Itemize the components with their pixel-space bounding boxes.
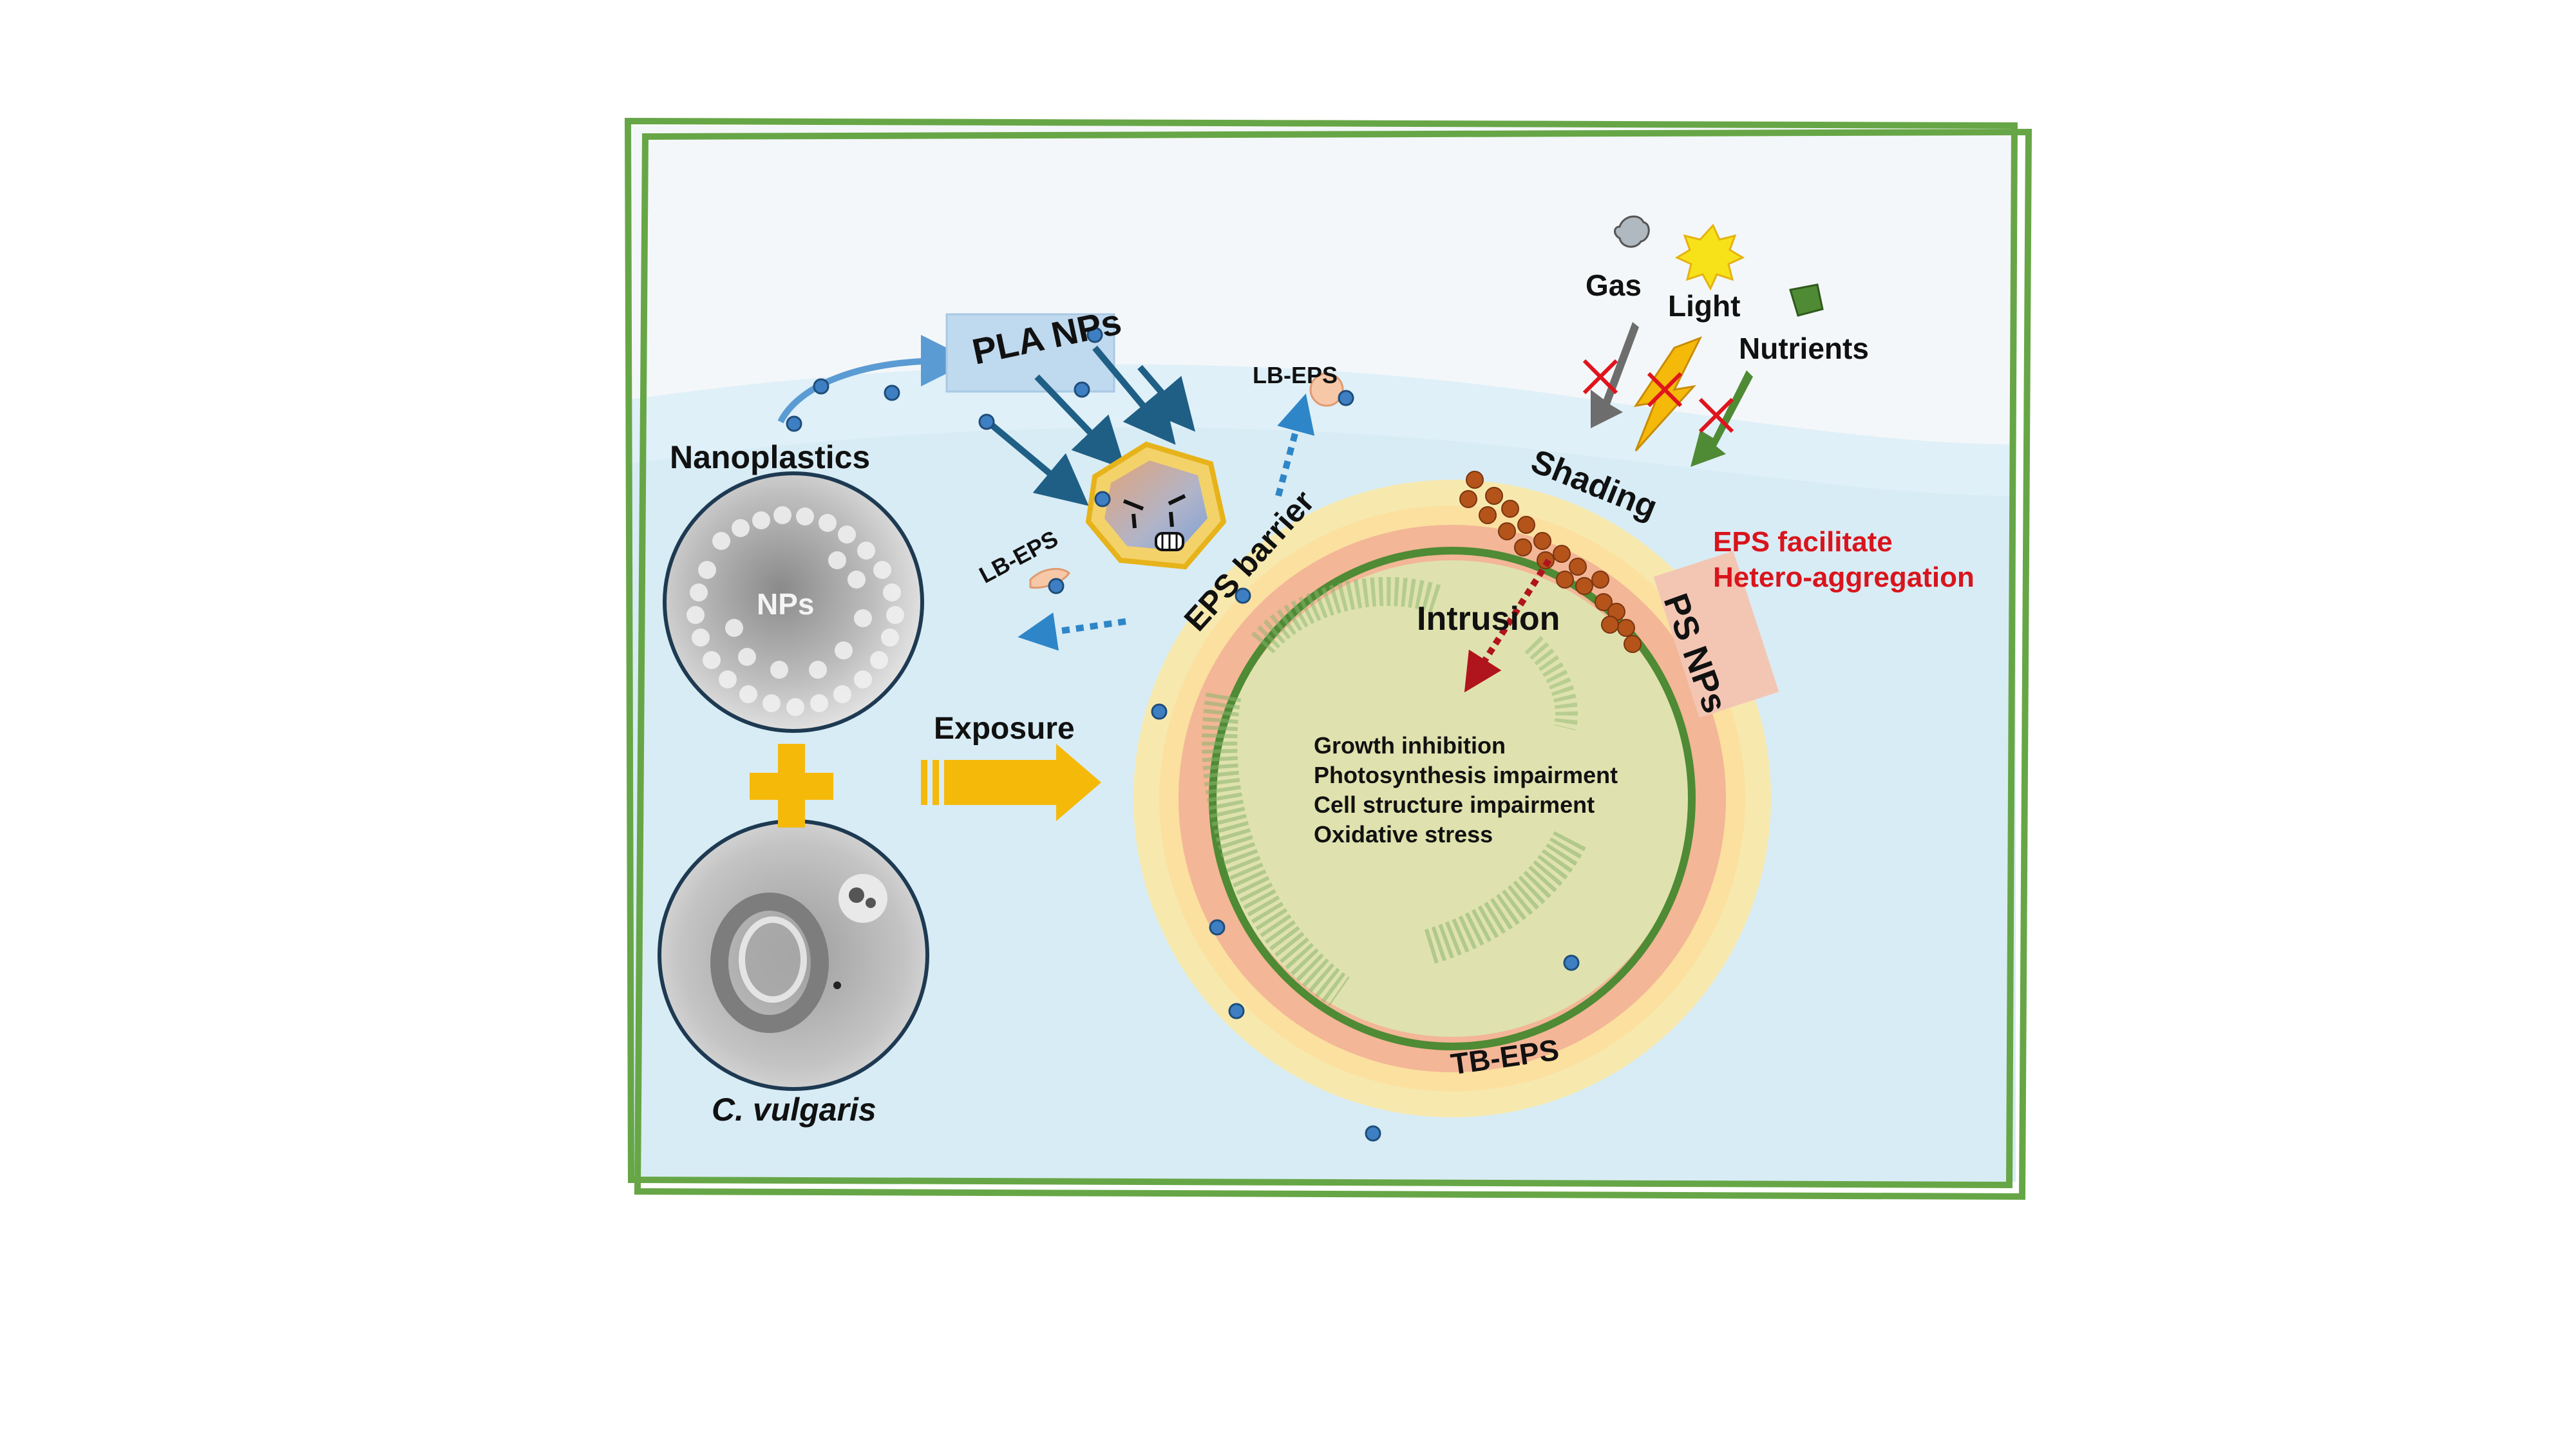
nutrients-arrow <box>1690 370 1753 467</box>
exposure-arrow <box>921 744 1101 821</box>
nutrient-leaf-icon <box>1789 283 1824 317</box>
c-vulgaris-micrograph <box>658 819 929 1091</box>
effects-list: Growth inhibition Photosynthesis impairm… <box>1314 734 1618 846</box>
attack-arrows <box>989 345 1196 506</box>
eps-facilitate-label-line1: EPS facilitate <box>1713 526 1893 558</box>
pla-nps-box <box>945 313 1115 393</box>
plus-icon <box>750 744 833 828</box>
effect-item: Oxidative stress <box>1314 821 1493 848</box>
effect-item: Growth inhibition <box>1314 732 1506 759</box>
angry-shield-particle-icon <box>1085 441 1227 570</box>
lb-eps-escape-arrows <box>1018 393 1315 651</box>
gas-bubble-icon <box>1614 215 1650 248</box>
lb-eps-top-label: LB-EPS <box>1253 362 1338 388</box>
c-vulgaris-label: C. vulgaris <box>712 1092 876 1128</box>
exposure-label: Exposure <box>934 712 1075 746</box>
effect-item: Cell structure impairment <box>1314 791 1595 818</box>
gas-arrow <box>1591 322 1639 428</box>
light-label: Light <box>1668 289 1741 323</box>
nanoplastics-micrograph <box>663 471 924 733</box>
red-cross-icon <box>1582 359 1734 433</box>
nps-micrograph-label: NPs <box>757 587 815 621</box>
np-to-pla-arrow <box>777 335 972 424</box>
intrusion-label: Intrusion <box>1417 600 1560 638</box>
ps-nps-box <box>1653 551 1779 718</box>
nutrients-label: Nutrients <box>1739 332 1869 365</box>
sun-icon <box>1674 223 1745 291</box>
gas-label: Gas <box>1586 269 1642 302</box>
algal-cell <box>1133 480 1771 1117</box>
green-border-frame <box>624 117 2032 1200</box>
nanoplastics-label: Nanoplastics <box>670 439 871 475</box>
effect-item: Photosynthesis impairment <box>1314 762 1618 788</box>
np-particles <box>786 327 1580 1142</box>
lb-eps-blobs <box>1029 372 1344 589</box>
eps-facilitate-label-line2: Hetero-aggregation <box>1713 562 1975 593</box>
